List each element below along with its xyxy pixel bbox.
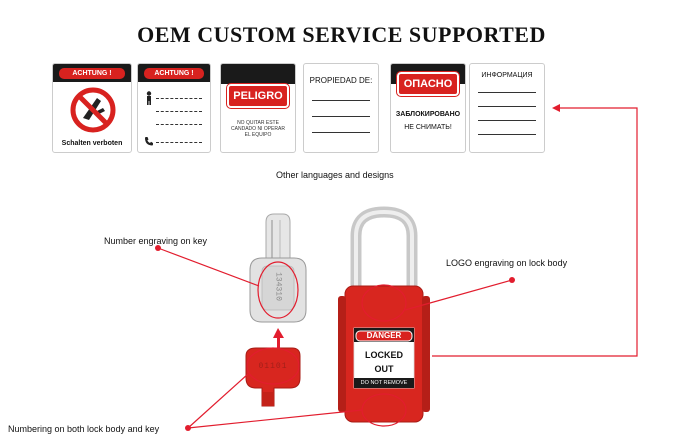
fill-line	[478, 134, 536, 135]
person-icon	[146, 91, 152, 105]
padlock-illustration	[338, 206, 430, 423]
card-line-1: ЗАБЛОКИРОВАНО	[395, 111, 461, 118]
lock-label-line-1: LOCKED	[365, 350, 403, 360]
caption-numbering-both: Numbering on both lock body and key	[8, 424, 160, 434]
caption-other-languages: Other languages and designs	[276, 170, 394, 180]
fill-line	[478, 106, 536, 107]
no-touch-icon	[70, 87, 116, 133]
lock-label-footer: DO NOT REMOVE	[360, 380, 408, 386]
card-body-text: NO QUITAR ESTE CANDADO NI OPERAR EL EQUI…	[231, 120, 285, 138]
card-badge: ACHTUNG !	[59, 68, 125, 79]
fill-line	[478, 92, 536, 93]
card-line-2: НЕ СНИМАТЬ!	[404, 124, 452, 131]
fill-line	[156, 124, 202, 125]
tag-number-engraving: 01101	[258, 362, 288, 371]
arrow-up-icon	[273, 328, 284, 348]
sign-card-peligro: PELIGRO NO QUITAR ESTE CANDADO NI OPERAR…	[220, 63, 296, 153]
caption-number-engraving-key: Number engraving on key	[104, 236, 208, 246]
lock-label-badge: DANGER	[366, 331, 402, 340]
fill-line	[478, 120, 536, 121]
sign-card-achtung-prohibition: ACHTUNG ! Schalten verboten	[52, 63, 132, 153]
key-illustration	[249, 213, 307, 323]
key-tag-illustration	[245, 347, 301, 407]
card-badge: ACHTUNG !	[144, 68, 204, 79]
card-label: ИНФОРМАЦИЯ	[481, 72, 533, 79]
page-title: OEM CUSTOM SERVICE SUPPORTED	[137, 22, 546, 47]
callout-annotations	[155, 104, 638, 431]
caption-logo-engraving-lock: LOGO engraving on lock body	[446, 258, 568, 268]
fill-line	[156, 142, 202, 143]
fill-line	[312, 100, 370, 101]
fill-line	[312, 116, 370, 117]
key-number-engraving: 134310	[273, 272, 283, 301]
sign-card-informatsiya: ИНФОРМАЦИЯ	[469, 63, 545, 153]
fill-line	[312, 132, 370, 133]
card-header	[221, 64, 295, 84]
fill-line	[156, 111, 202, 112]
sign-card-opasno: ОПАСНО ЗАБЛОКИРОВАНО НЕ СНИМАТЬ!	[390, 63, 466, 153]
card-badge: ОПАСНО	[396, 71, 460, 97]
fill-line	[156, 98, 202, 99]
card-footer-text: Schalten verboten	[61, 140, 123, 147]
card-badge: PELIGRO	[226, 83, 290, 109]
sign-card-propiedad: PROPIEDAD DE:	[303, 63, 379, 153]
card-label: PROPIEDAD DE:	[309, 76, 373, 85]
phone-icon	[145, 137, 153, 146]
lock-label-line-2: OUT	[374, 364, 394, 374]
sign-card-achtung-info: ACHTUNG !	[137, 63, 211, 153]
